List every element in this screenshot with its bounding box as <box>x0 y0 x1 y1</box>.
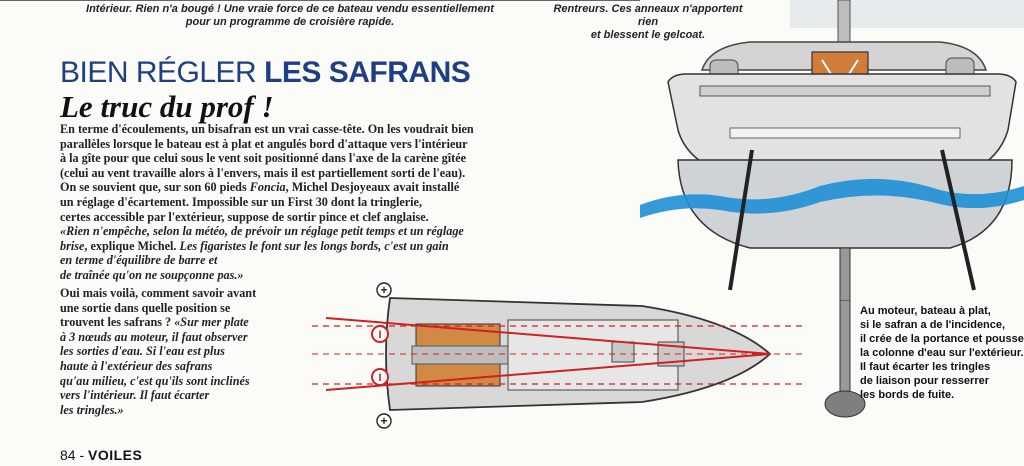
article-paragraph-2: Oui mais voilà, comment savoir avant une… <box>60 286 305 417</box>
text-span: , explique Michel. <box>84 238 180 253</box>
text-span: On se souvient que, sur son 60 pieds <box>60 180 250 195</box>
text-line: haute à l'extérieur des safrans <box>60 359 305 374</box>
keel-fin <box>839 247 851 310</box>
page-number: 84 - <box>60 447 85 463</box>
plus-marker-bottom <box>376 413 392 429</box>
text-line: à la gîte pour que celui sous le vent so… <box>60 151 467 166</box>
quote-span: qu'au milieu, c'est qu'ils sont inclinés <box>60 373 250 388</box>
caption-line: Intérieur. Rien n'a bougé ! Une vraie fo… <box>86 3 494 15</box>
text-line: certes accessible par l'extérieur, suppo… <box>60 209 429 224</box>
water-surface <box>640 178 1024 218</box>
photo-caption-interior: Intérieur. Rien n'a bougé ! Une vraie fo… <box>60 3 520 29</box>
text-span: , Michel Desjoyeaux avait installé <box>285 180 460 195</box>
red-line-lower <box>325 353 771 391</box>
page-footer: 84 - VOILES <box>60 447 142 463</box>
caption-line: les bords de fuite. <box>860 389 955 401</box>
text-line: une sortie dans quelle position se <box>60 300 231 315</box>
caption-line: si le safran a de l'incidence, <box>860 319 1006 331</box>
minus-label-upper: I <box>378 329 381 341</box>
caption-line: Au moteur, bateau à plat, <box>860 305 991 317</box>
caption-line: pour un programme de croisière rapide. <box>185 16 395 28</box>
title-bold: LES SAFRANS <box>264 56 471 89</box>
red-line-upper <box>325 317 771 355</box>
text-line: qu'au milieu, c'est qu'ils sont inclinés <box>60 374 305 389</box>
caption-line: la colonne d'eau sur l'extérieur. <box>860 347 1024 359</box>
text-line: (celui au vent travaille alors à l'enver… <box>60 165 466 180</box>
section-title: BIEN RÉGLER LES SAFRANS <box>60 56 471 90</box>
text-line: à 3 nœuds au moteur, il faut observer <box>60 330 305 345</box>
quote-span: «Sur mer plate <box>174 315 249 330</box>
photo-caption-rentreurs: Rentreurs. Ces anneaux n'apportent rien … <box>548 3 748 42</box>
text-line: vers l'intérieur. Il faut écarter <box>60 388 305 403</box>
keel-lower <box>839 300 851 393</box>
mast <box>837 0 851 46</box>
caption-line: il crée de la portance et pousse <box>860 333 1024 345</box>
rudder-left <box>728 149 754 291</box>
cabin-roof <box>507 319 679 391</box>
text-line: de traînée qu'on ne soupçonne pas.» <box>60 268 580 283</box>
article-paragraph-1: En terme d'écoulements, un bisafran est … <box>60 122 580 283</box>
boat-top-view-diagram: + I I + <box>312 282 802 429</box>
quote-span: en terme d'équilibre de barre et <box>60 253 218 268</box>
keel-bulb-illustration <box>824 300 866 418</box>
plus-marker-top <box>376 282 392 298</box>
minus-marker-lower <box>371 368 389 386</box>
keel-bulb <box>824 390 866 418</box>
quote-span: haute à l'extérieur des safrans <box>60 358 213 373</box>
text-line: les tringles.» <box>60 403 305 418</box>
swim-platform <box>729 127 961 139</box>
text-line: les sorties d'eau. Si l'eau est plus <box>60 344 305 359</box>
text-line: «Rien n'empêche, selon la météo, de prév… <box>60 224 580 239</box>
text-line: En terme d'écoulements, un bisafran est … <box>60 122 474 136</box>
quote-span: les tringles.» <box>60 402 124 417</box>
text-line: trouvent les safrans ? «Sur mer plate <box>60 315 305 330</box>
quote-span: vers l'intérieur. Il faut écarter <box>60 388 210 403</box>
photo-corner <box>790 0 1024 28</box>
subtitle: Le truc du prof ! <box>60 89 274 124</box>
publication-name: VOILES <box>88 447 143 463</box>
boat-name: Foncia <box>249 180 286 195</box>
caption-line: de liaison pour resserrer <box>860 375 989 387</box>
cockpit-floor <box>411 345 509 365</box>
caption-line: Rentreurs. Ces anneaux n'apportent rien <box>553 3 743 28</box>
stern-rail <box>699 85 991 97</box>
top-rule <box>0 0 640 1</box>
text-line: parallèles lorsque le bateau est à plat … <box>60 136 468 151</box>
quote-span: les sorties d'eau. Si l'eau est plus <box>60 344 225 359</box>
text-line: Oui mais voilà, comment savoir avant <box>60 286 257 300</box>
minus-marker-upper <box>371 325 389 343</box>
bench-lower <box>415 363 501 387</box>
minus-label-lower: I <box>378 372 381 384</box>
hatch-mid <box>611 341 635 363</box>
text-line: en terme d'équilibre de barre et <box>60 253 580 268</box>
quote-span: de traînée qu'on ne soupçonne pas.» <box>60 267 244 282</box>
stern-view-illustration <box>640 0 1024 310</box>
quote-span: «Rien n'empêche, selon la météo, de prév… <box>60 224 464 239</box>
text-line: brise, explique Michel. Les figaristes l… <box>60 239 580 254</box>
plus-label-top: + <box>380 283 387 297</box>
quote-span: brise <box>60 238 85 253</box>
title-light: BIEN RÉGLER <box>60 56 257 89</box>
quote-span: Les figaristes le font sur les longs bor… <box>179 238 449 253</box>
caption-line: Il faut écarter les tringles <box>860 361 991 373</box>
rudder-right <box>940 149 976 291</box>
text-span: trouvent les safrans ? <box>60 315 175 330</box>
caption-line: et blessent le gelcoat. <box>590 29 706 41</box>
diagram-caption: Au moteur, bateau à plat, si le safran a… <box>860 304 1024 402</box>
text-line: un réglage d'écartement. Impossible sur … <box>60 194 422 209</box>
quote-span: à 3 nœuds au moteur, il faut observer <box>60 329 248 344</box>
text-line: On se souvient que, sur son 60 pieds Fon… <box>60 180 580 195</box>
plus-label-bottom: + <box>380 414 387 428</box>
